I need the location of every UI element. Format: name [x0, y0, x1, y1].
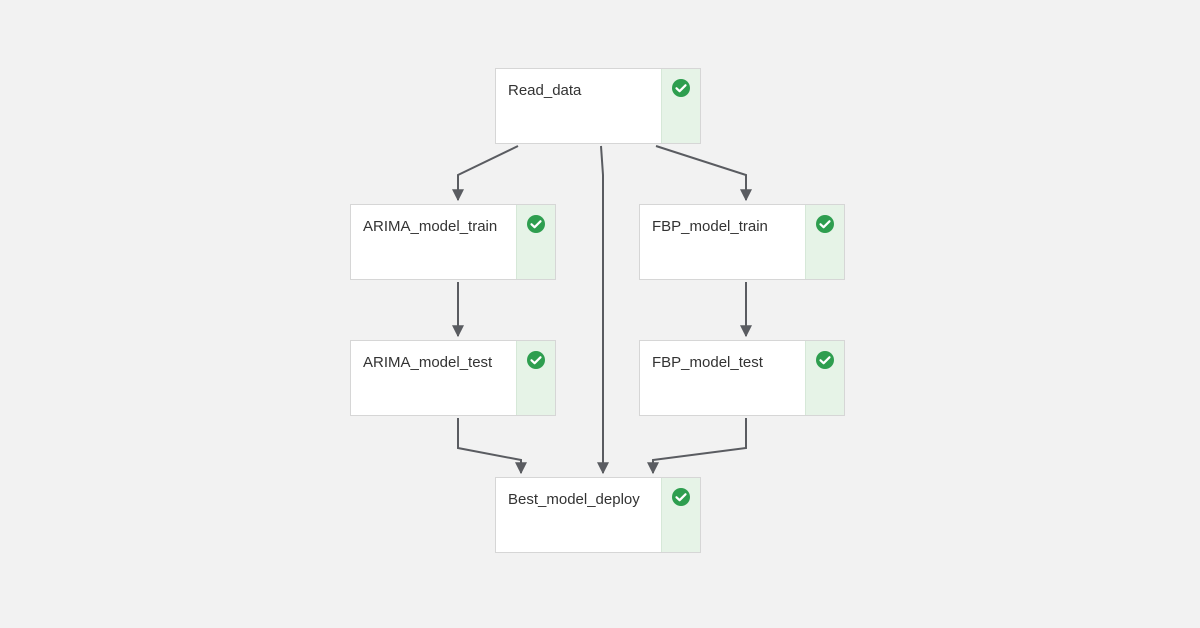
node-label: FBP_model_train — [652, 218, 768, 235]
check-circle-icon — [527, 215, 545, 233]
node-fbp-model-test[interactable]: FBP_model_test — [639, 340, 845, 416]
node-read-data[interactable]: Read_data — [495, 68, 701, 144]
node-status-panel — [516, 205, 555, 279]
node-fbp-model-train[interactable]: FBP_model_train — [639, 204, 845, 280]
node-label: Read_data — [508, 82, 582, 99]
check-circle-icon — [816, 215, 834, 233]
node-status-panel — [805, 205, 844, 279]
node-label: FBP_model_test — [652, 354, 763, 371]
check-circle-icon — [672, 488, 690, 506]
node-arima-model-test[interactable]: ARIMA_model_test — [350, 340, 556, 416]
node-status-panel — [661, 69, 700, 143]
edge-read-data-to-fbp-model-train — [655, 145, 752, 202]
check-circle-icon — [672, 79, 690, 97]
edge-arima-model-test-to-best-model-deploy — [457, 418, 527, 475]
node-label: Best_model_deploy — [508, 491, 640, 508]
edge-fbp-model-test-to-best-model-deploy — [647, 418, 747, 475]
node-label: ARIMA_model_train — [363, 218, 498, 235]
node-arima-model-train[interactable]: ARIMA_model_train — [350, 204, 556, 280]
node-status-panel — [661, 478, 700, 552]
edge-read-data-to-best-model-deploy — [597, 145, 609, 475]
check-circle-icon — [816, 351, 834, 369]
node-label: ARIMA_model_test — [363, 354, 493, 371]
node-status-panel — [516, 341, 555, 415]
edge-read-data-to-arima-model-train — [452, 145, 519, 202]
node-status-panel — [805, 341, 844, 415]
node-best-model-deploy[interactable]: Best_model_deploy — [495, 477, 701, 553]
check-circle-icon — [527, 351, 545, 369]
